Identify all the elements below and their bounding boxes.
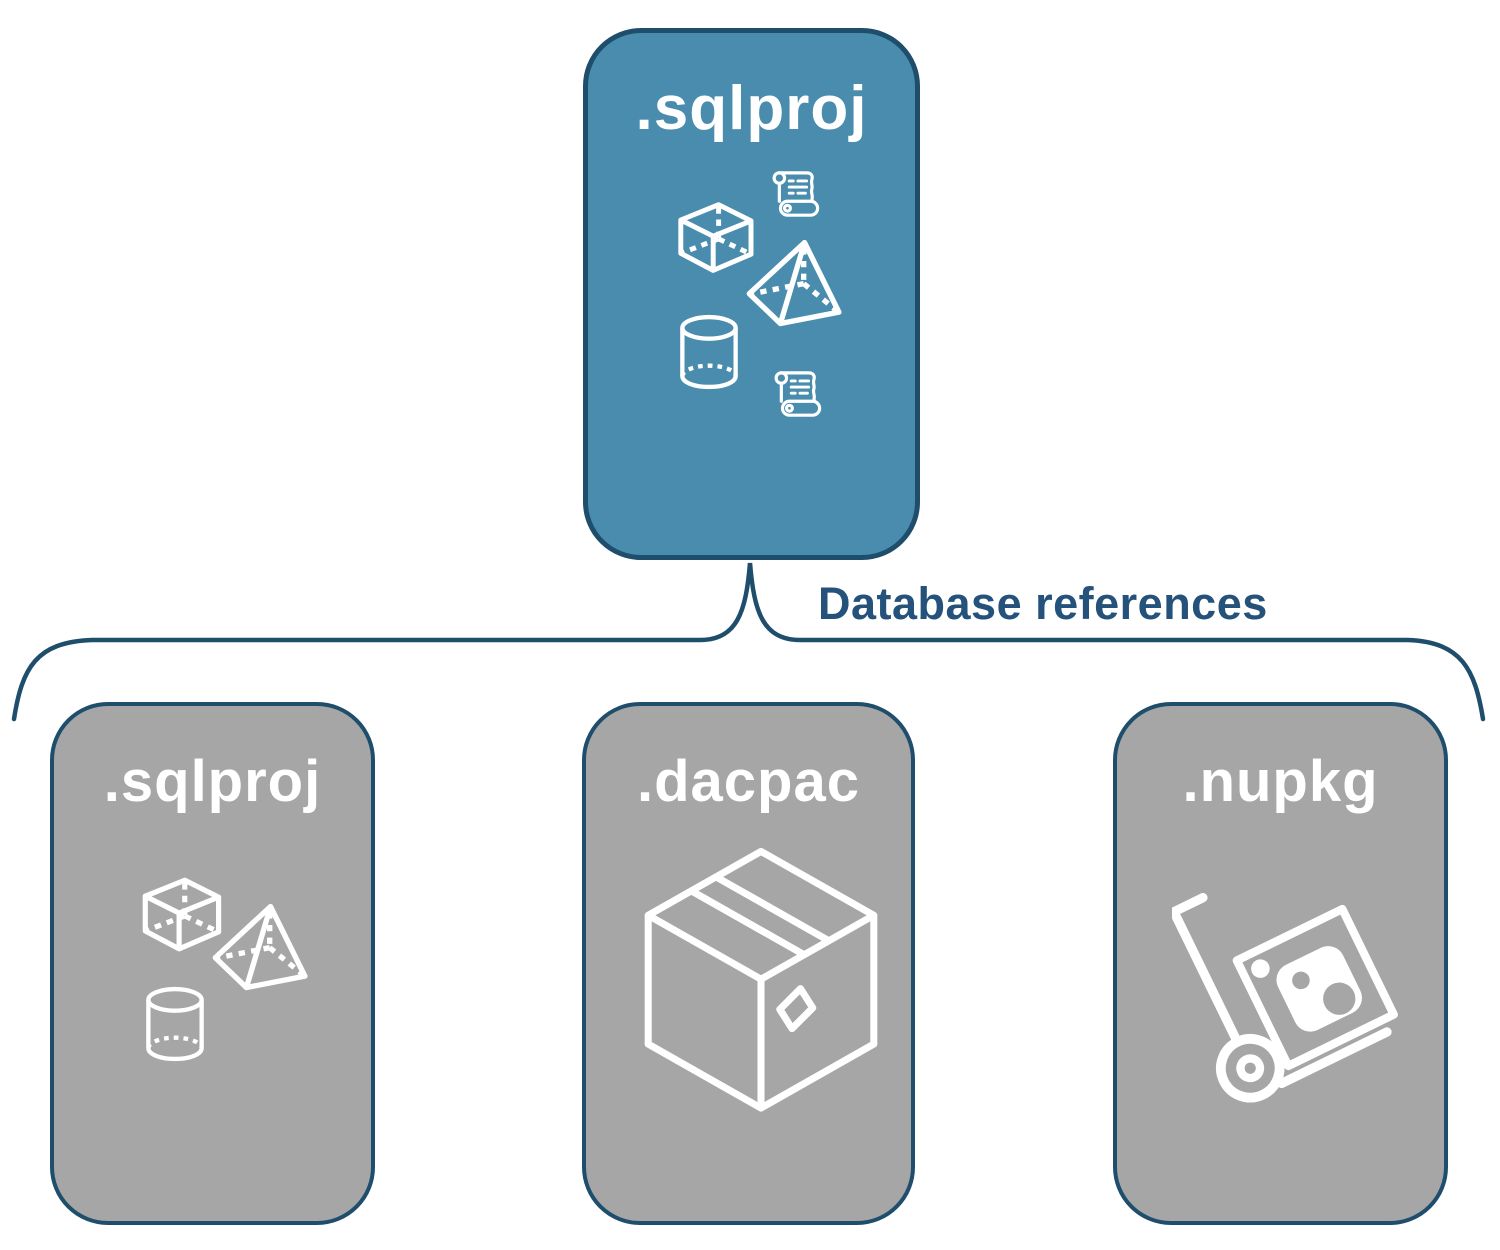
scroll-icon [774,371,822,417]
scroll-icon [772,171,820,217]
hand-truck-package-icon [1172,852,1436,1128]
cylinder-icon [673,309,745,395]
package-box-icon [638,842,884,1124]
node-nupkg: .nupkg [1113,702,1448,1225]
cylinder-icon [139,980,211,1068]
connector-label: Database references [818,578,1268,629]
node-sqlproj-parent: .sqlproj [583,28,920,560]
node-dacpac: .dacpac [582,702,915,1225]
node-sqlproj-child: .sqlproj [50,702,375,1225]
pyramid-icon [741,236,851,338]
pyramid-icon [207,900,317,1002]
node-title: .dacpac [637,749,860,814]
node-title: .sqlproj [635,74,868,143]
node-title: .sqlproj [103,749,322,814]
node-title: .nupkg [1182,749,1379,814]
